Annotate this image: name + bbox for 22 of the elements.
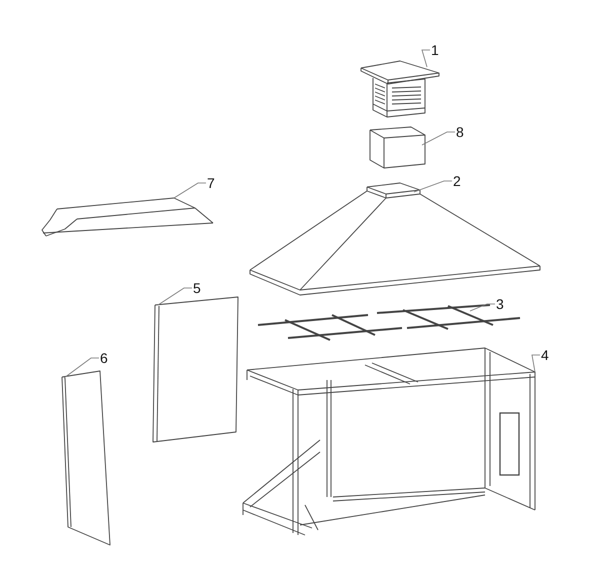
callout-number: 2 [453, 173, 461, 189]
callout-number: 6 [100, 350, 108, 366]
callout-number: 3 [496, 296, 504, 312]
leader-line [414, 180, 452, 192]
trough-drawing [42, 198, 214, 236]
leader-line [470, 304, 496, 312]
callout-number: 1 [431, 42, 439, 58]
panel-drawing [62, 370, 110, 546]
panel-drawing [152, 296, 238, 442]
callout-number: 5 [193, 280, 201, 296]
leader-line [421, 50, 430, 68]
leader-line [174, 182, 206, 198]
callout-number: 8 [456, 124, 464, 140]
cupola-drawing [360, 60, 440, 118]
box-drawing [370, 126, 426, 168]
leader-line [422, 132, 456, 146]
leader-line [64, 358, 100, 378]
leader-line [158, 288, 192, 306]
callout-number: 7 [207, 175, 215, 191]
frame-drawing [242, 348, 536, 536]
callout-number: 4 [541, 347, 549, 363]
leader-line [532, 354, 540, 372]
